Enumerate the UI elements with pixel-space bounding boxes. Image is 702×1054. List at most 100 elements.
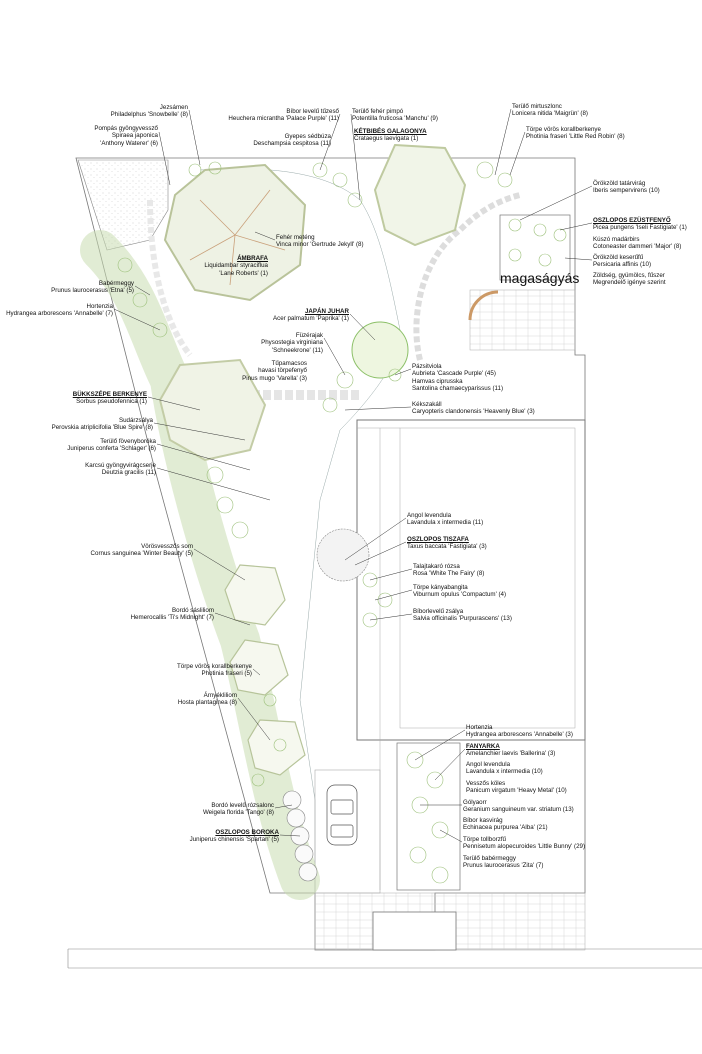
- plant-label-species: Pinus mugo 'Varella' (3): [242, 374, 307, 382]
- plant-label-title: Bordó levelű rózsalonc: [211, 802, 274, 809]
- plant-label-species: Pennisetum alopecuroides 'Little Bunny' …: [463, 843, 586, 851]
- plant-label-title: Sudárzsálya: [118, 417, 153, 424]
- plant-label-title: Angol levendula: [407, 512, 452, 519]
- house-outline: [356, 419, 586, 741]
- shrub-dots: [117, 161, 567, 884]
- plant-label-species: Taxus baccata 'Fastigiata' (3): [407, 543, 487, 551]
- lawn-outline: [199, 168, 401, 893]
- plant-label-title: Örökzöld tatárvirág: [593, 180, 646, 187]
- plant-label-species: Weigela florida 'Tango' (8): [202, 809, 274, 817]
- terrace-arc: [468, 290, 499, 321]
- plant-label-species: Juniperus chinensis 'Spartan' (5): [189, 836, 279, 844]
- plant-label-species: Hosta plantaginea (8): [177, 699, 237, 707]
- parked-car: [326, 784, 358, 846]
- plant-label-species: Philadelphus 'Snowbelle' (8): [110, 111, 188, 119]
- plant-label-species: Spiraea japonica: [111, 132, 158, 140]
- plant-label-species: Photinia fraseri (5): [201, 670, 252, 678]
- plant-label-species: Cotoneaster dammeri 'Major' (8): [593, 243, 682, 251]
- plant-label-species: Rosa 'White The Fairy' (8): [413, 570, 485, 578]
- plant-label-title: Törpe vörös korallberkenye: [526, 126, 601, 133]
- plant-label-species: Heuchera micrantha 'Palace Purple' (11): [228, 115, 339, 123]
- plant-label-species: Cornus sanguinea 'Winter Beauty' (5): [90, 550, 193, 558]
- plant-label-title: Kékszakáll: [412, 401, 442, 408]
- plant-label-species: Megrendelő igénye szerint: [593, 279, 666, 287]
- plant-label-species: Deschampsia cespitosa (11): [253, 140, 331, 148]
- plant-label-title: Bordó sásliliom: [172, 607, 214, 614]
- plant-label-species: Acer palmatum 'Paprika' (1): [273, 315, 349, 323]
- plant-label-title: Füzérajak: [295, 332, 323, 339]
- plant-label-title: Terülő fehér pimpó: [352, 108, 404, 115]
- plant-label-title: Babérmeggy: [98, 280, 134, 287]
- tree-berkenye: [158, 358, 267, 462]
- raised-bed-label: magaságyás: [500, 270, 580, 286]
- plant-label-species: 'Anthony Waterer' (6): [100, 139, 158, 147]
- tree-tiszafa: [316, 528, 370, 582]
- plant-label-title: Árnyékliliom: [203, 692, 237, 699]
- plant-label-title: Pompás gyöngyvessző: [94, 125, 158, 132]
- plant-label-title: Hortenzia: [86, 303, 113, 310]
- plant-label-species: Hamvas ciprusska: [412, 377, 463, 385]
- plant-label-title: OSZLOPOS BOROKA: [215, 829, 279, 836]
- plant-label-title: Angol levendula: [466, 761, 511, 768]
- leader-lines: [113, 108, 593, 843]
- plant-label-species: Caryopteris clandonensis 'Heavenly Blue'…: [412, 408, 535, 416]
- plant-label-title: Zöldség, gyümölcs, fűszer: [593, 272, 665, 279]
- plant-label-species: Geranium sanguineum var. striatum (13): [463, 806, 574, 814]
- plant-label-species: Picea pungens 'Iseli Fastigiate' (1): [593, 224, 687, 232]
- plant-label-title: Vesszős köles: [466, 780, 506, 787]
- driveway: [314, 769, 381, 894]
- terrace-paving: [469, 289, 576, 351]
- plant-label-species: Lonicera nitida 'Maigrün' (8): [512, 110, 588, 118]
- plant-label-species: havasi törpefenyő: [258, 367, 307, 375]
- plant-label-species: Viburnum opulus 'Compactum' (4): [413, 591, 507, 599]
- plant-label-species: Juniperus conferta 'Schlager' (6): [67, 445, 156, 453]
- plant-label-title: Bíbor kasvirág: [463, 817, 503, 824]
- plant-label-title: Jezsámen: [159, 104, 188, 111]
- plant-label-title: Örökzöld keserűfű: [593, 254, 644, 261]
- plant-label-title: Törpe tollborzfű: [463, 836, 506, 843]
- plant-label-title: Pázsitviola: [412, 363, 442, 370]
- plant-label-species: Hemerocallis 'Ti's Midnight' (7): [130, 614, 214, 622]
- plant-label-species: Santolina chamaecyparissus (11): [412, 384, 504, 392]
- plant-label-species: Physostegia virginiana: [261, 339, 323, 347]
- plant-label-species: Vinca minor 'Gertrude Jekyll' (8): [276, 241, 364, 249]
- plant-label-species: Amelanchier laevis 'Ballerina' (3): [466, 750, 556, 758]
- plant-label-title: Vörösvesszős som: [141, 543, 193, 550]
- plant-label-title: FANYARKA: [466, 743, 500, 750]
- plant-label-title: BÜKKSZÉPE BERKENYE: [72, 391, 147, 398]
- plant-label-species: Iberis sempervirens (10): [593, 187, 660, 195]
- raised-bed-1: [499, 214, 571, 281]
- raised-bed-2: [396, 742, 461, 891]
- juniper-row: [282, 790, 318, 882]
- plant-label-title: Törpe vörös korallberkenye: [177, 663, 252, 670]
- plant-label-title: Törpe kányabangita: [413, 584, 468, 591]
- plant-label-species: Hydrangea arborescens 'Annabelle' (7): [6, 310, 113, 318]
